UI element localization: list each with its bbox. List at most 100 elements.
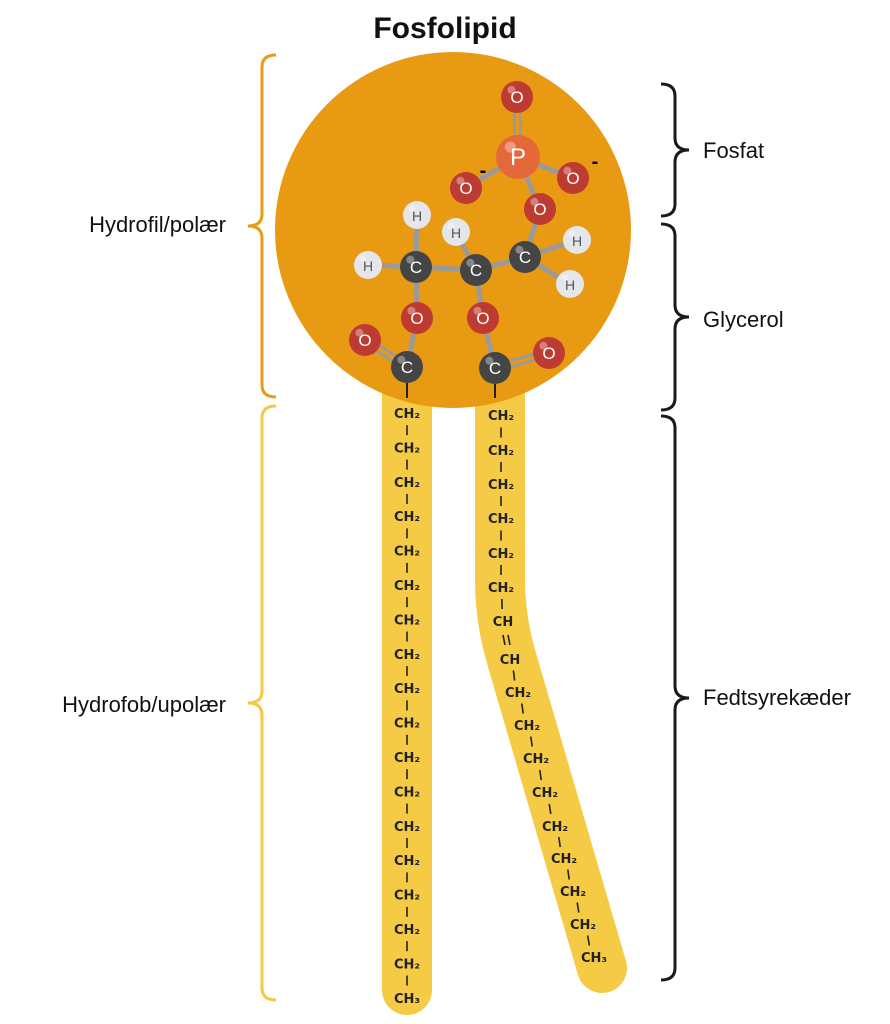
chain-group: CH₂ <box>394 717 420 732</box>
phosphate-label: Fosfat <box>703 138 764 163</box>
chain-group: CH₂ <box>394 889 420 904</box>
chain-group: CH₂ <box>394 957 420 972</box>
atom-symbol: C <box>410 258 422 277</box>
chain-group: CH₂ <box>394 476 420 491</box>
atom-symbol: H <box>572 233 582 249</box>
chain-group: CH₂ <box>514 719 540 734</box>
oxygen-atom: O <box>557 162 589 194</box>
carbon-atom: C <box>479 352 511 384</box>
chain-group: CH <box>493 615 513 630</box>
carbon-atom: C <box>460 254 492 286</box>
chain-group: CH₂ <box>394 441 420 456</box>
atom-symbol: O <box>358 331 371 350</box>
hydrophilic-brace <box>247 53 277 399</box>
bond <box>548 803 552 815</box>
glycerol-brace <box>660 222 690 412</box>
oxygen-atom: O <box>467 302 499 334</box>
atom-symbol: O <box>410 309 423 328</box>
chain-group: CH₂ <box>488 581 514 596</box>
carbon-atom: C <box>391 351 423 383</box>
double-bond <box>507 634 511 646</box>
bent-tail-band <box>475 370 627 993</box>
chain-group: CH₂ <box>394 613 420 628</box>
atom-symbol: P <box>510 144 526 171</box>
chain-group: CH₂ <box>394 751 420 766</box>
hydrophilic-label: Hydrofil/polær <box>89 212 226 237</box>
atom-symbol: H <box>363 258 373 274</box>
chain-group: CH₂ <box>394 682 420 697</box>
negative-charge: - <box>592 151 599 173</box>
atom-symbol: O <box>533 200 546 219</box>
chain-group: CH₂ <box>394 854 420 869</box>
hydrogen-atom: H <box>403 201 431 229</box>
chain-group: CH₂ <box>523 752 549 767</box>
chain-group: CH <box>500 653 520 668</box>
bond <box>520 703 525 714</box>
chain-group: CH₂ <box>488 409 514 424</box>
fatty-acids-label: Fedtsyrekæder <box>703 685 851 710</box>
atom-symbol: O <box>542 344 555 363</box>
chain-group: CH₂ <box>488 478 514 493</box>
atom-symbol: O <box>566 169 579 188</box>
carbon-atom: C <box>400 251 432 283</box>
chain-group: CH₂ <box>394 820 420 835</box>
atom-symbol: O <box>459 179 472 198</box>
atom-symbol: O <box>476 309 489 328</box>
glycerol-label: Glycerol <box>703 307 784 332</box>
oxygen-atom: O <box>349 324 381 356</box>
chain-group: CH₂ <box>505 686 531 701</box>
chain-group: CH₂ <box>488 547 514 562</box>
atom-symbol: H <box>565 277 575 293</box>
tail-chain-labels: CH₂ CH₂ CH₂ CH₂ CH₂ CH₂ CH₂ CH₂ CH₂ CH₂ CH₂ CH₂ CH₂ C… <box>394 407 607 1007</box>
chain-group: CH₂ <box>488 512 514 527</box>
hydrogen-atom: H <box>442 218 470 246</box>
chain-group: CH₂ <box>394 510 420 525</box>
atom-symbol: H <box>451 225 461 241</box>
bond <box>586 935 591 946</box>
phosphate-brace <box>660 82 690 218</box>
hydrogen-atom: H <box>556 270 584 298</box>
chain-group: CH₂ <box>394 923 420 938</box>
chain-group: CH₂ <box>394 545 420 560</box>
atom-symbol: C <box>489 359 501 378</box>
atom-symbol: C <box>519 248 531 267</box>
hydrogen-atom: H <box>354 251 382 279</box>
phosphorus-atom: P <box>496 135 540 179</box>
chain-group: CH₃ <box>581 951 607 966</box>
bond <box>566 869 571 880</box>
oxygen-atom: O <box>533 337 565 369</box>
chain-group: CH₂ <box>532 786 558 801</box>
hydrophobic-brace <box>247 404 277 1002</box>
bond <box>529 736 534 747</box>
diagram-title: Fosfolipid <box>373 12 516 45</box>
hydrophobic-label: Hydrofob/upolær <box>62 692 226 717</box>
chain-group: CH₂ <box>394 579 420 594</box>
atom-symbol: C <box>401 358 413 377</box>
hydrogen-atom: H <box>563 226 591 254</box>
atom-symbol: H <box>412 208 422 224</box>
bond <box>557 836 562 848</box>
oxygen-atom: O <box>401 302 433 334</box>
oxygen-atom: O <box>450 172 482 204</box>
carbon-atom: C <box>509 241 541 273</box>
double-bond <box>502 634 506 646</box>
bond <box>512 670 516 681</box>
chain-group: CH₂ <box>394 785 420 800</box>
negative-charge: - <box>480 160 487 182</box>
chain-group: CH₂ <box>570 918 596 933</box>
atom-symbol: O <box>510 88 523 107</box>
oxygen-atom: O <box>524 193 556 225</box>
chain-group: CH₂ <box>551 852 577 867</box>
chain-group: CH₂ <box>542 820 568 835</box>
chain-group: CH₂ <box>394 648 420 663</box>
chain-group: CH₂ <box>560 885 586 900</box>
bond <box>576 902 580 913</box>
chain-group: CH₃ <box>394 992 420 1007</box>
atom-symbol: C <box>470 261 482 280</box>
fatty-acids-brace <box>660 414 690 982</box>
chain-group: CH₂ <box>394 407 420 422</box>
bond <box>538 769 543 781</box>
oxygen-atom: O <box>501 81 533 113</box>
